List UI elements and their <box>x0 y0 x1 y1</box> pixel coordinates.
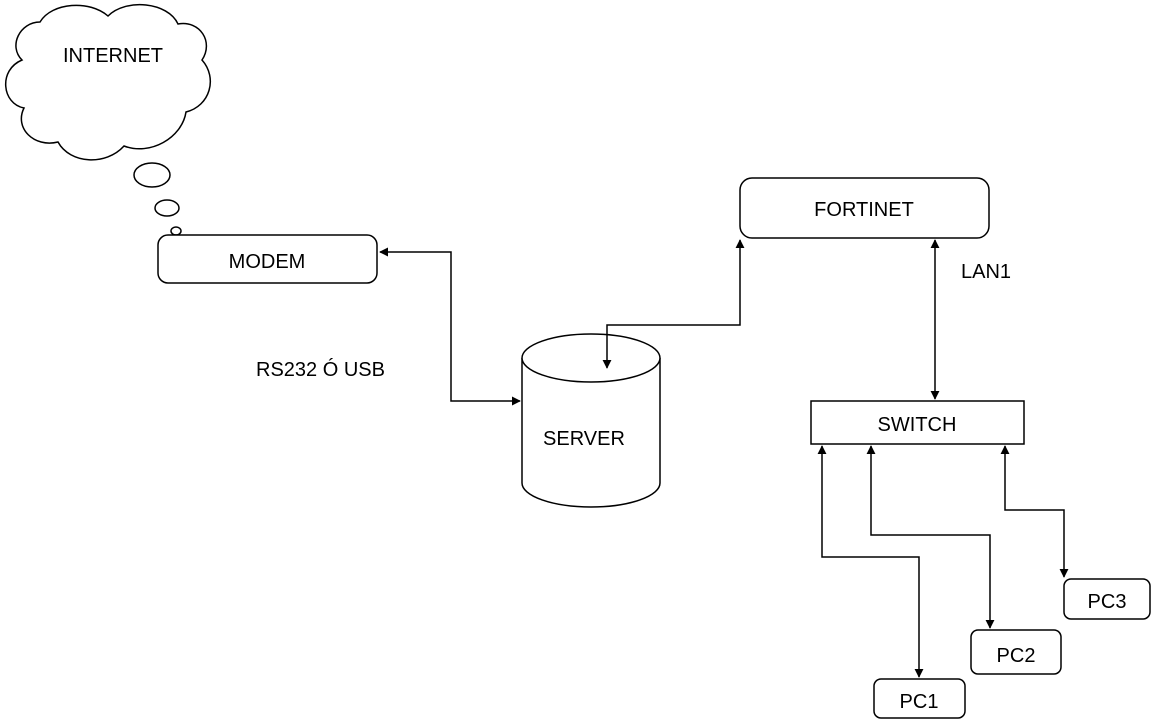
pc3-node[interactable]: PC3 <box>1063 578 1151 620</box>
internet-cloud: INTERNET <box>5 3 212 236</box>
modem-label: MODEM <box>229 251 306 273</box>
thought-bubble-small <box>170 226 182 236</box>
pc2-node[interactable]: PC2 <box>970 629 1062 675</box>
modem-node[interactable]: MODEM <box>157 234 378 284</box>
pc3-label: PC3 <box>1088 591 1127 613</box>
thought-bubble-large <box>133 162 171 188</box>
thought-bubble-medium <box>154 199 180 217</box>
modem-server-connector <box>379 247 521 406</box>
internet-label: INTERNET <box>63 45 163 67</box>
server-cylinder-top <box>521 333 661 383</box>
pc2-label: PC2 <box>997 645 1036 667</box>
fortinet-node[interactable]: FORTINET <box>739 177 990 239</box>
switch-node[interactable]: SWITCH <box>810 400 1025 445</box>
pc1-node[interactable]: PC1 <box>873 678 966 719</box>
switch-pc2-connector <box>866 445 995 629</box>
server-label: SERVER <box>543 428 625 450</box>
fortinet-switch-link-label: LAN1 <box>961 261 1011 283</box>
server-fortinet-connector <box>602 239 745 369</box>
switch-label: SWITCH <box>878 414 957 436</box>
fortinet-label: FORTINET <box>814 199 914 221</box>
modem-server-link-label: RS232 Ó USB <box>256 358 385 381</box>
switch-pc3-connector <box>1000 445 1069 578</box>
server-node[interactable]: SERVER <box>521 333 661 508</box>
pc1-label: PC1 <box>900 691 939 713</box>
